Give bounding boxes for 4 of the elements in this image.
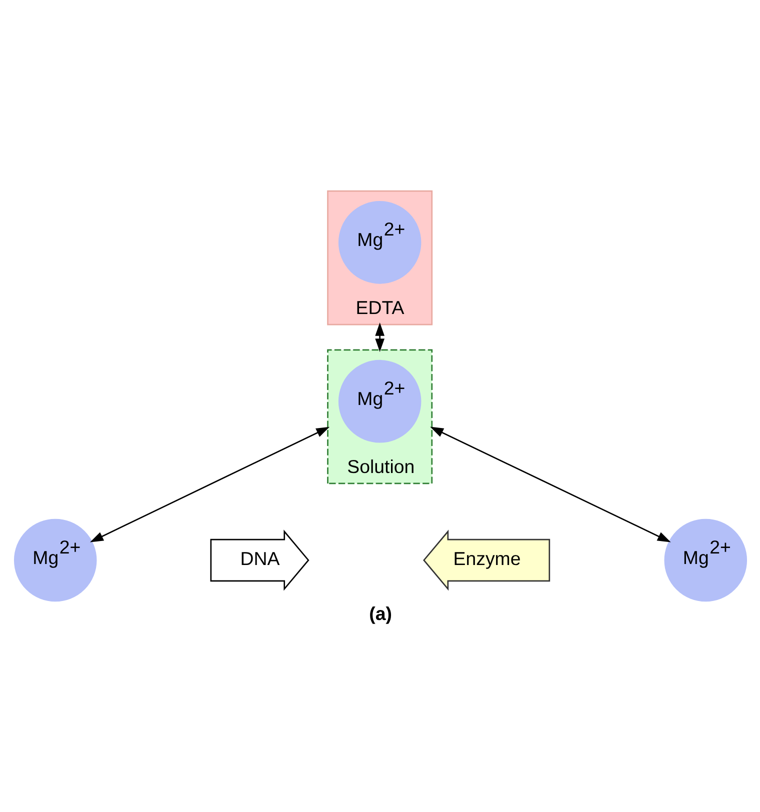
arrow	[374, 322, 384, 352]
arrow	[430, 426, 670, 542]
caption: (a)	[368, 602, 392, 624]
arrow	[90, 426, 330, 542]
